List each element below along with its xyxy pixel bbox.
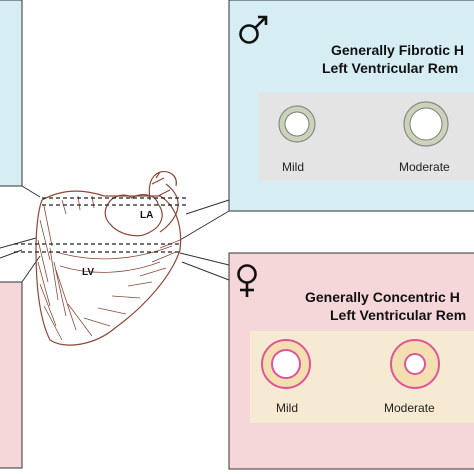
male-ring-moderate [403, 101, 449, 147]
male-panel: Generally Fibrotic H Left Ventricular Re… [228, 0, 474, 212]
left-atrium [104, 194, 163, 237]
female-ring-moderate-label: Moderate [384, 401, 435, 415]
aortic-arch [148, 171, 179, 233]
female-ring-mild-label: Mild [276, 401, 298, 415]
female-ring-moderate [390, 339, 440, 389]
female-panel-title-line2: Left Ventricular Rem [330, 307, 466, 323]
male-panel-title-line2: Left Ventricular Rem [322, 60, 458, 76]
male-symbol-icon [239, 15, 268, 44]
female-symbol-icon [237, 264, 257, 297]
male-ring-moderate-label: Moderate [399, 160, 450, 174]
left-female-panel-edge [0, 281, 23, 469]
male-panel-title-line1: Generally Fibrotic H [331, 42, 464, 58]
heart-label-la: LA [140, 210, 153, 221]
female-panel: Generally Concentric H Left Ventricular … [228, 252, 474, 470]
heart-label-lv: LV [82, 267, 94, 278]
heart-sketch [14, 171, 186, 346]
female-panel-title-line1: Generally Concentric H [305, 289, 460, 305]
male-ring-mild-label: Mild [282, 160, 304, 174]
connector-lines [0, 185, 230, 283]
myocardial-fibers [37, 195, 181, 341]
male-ring-mild [278, 105, 316, 143]
left-male-panel-edge [0, 0, 23, 187]
heart-outline [35, 190, 182, 346]
female-ring-mild [261, 339, 311, 389]
